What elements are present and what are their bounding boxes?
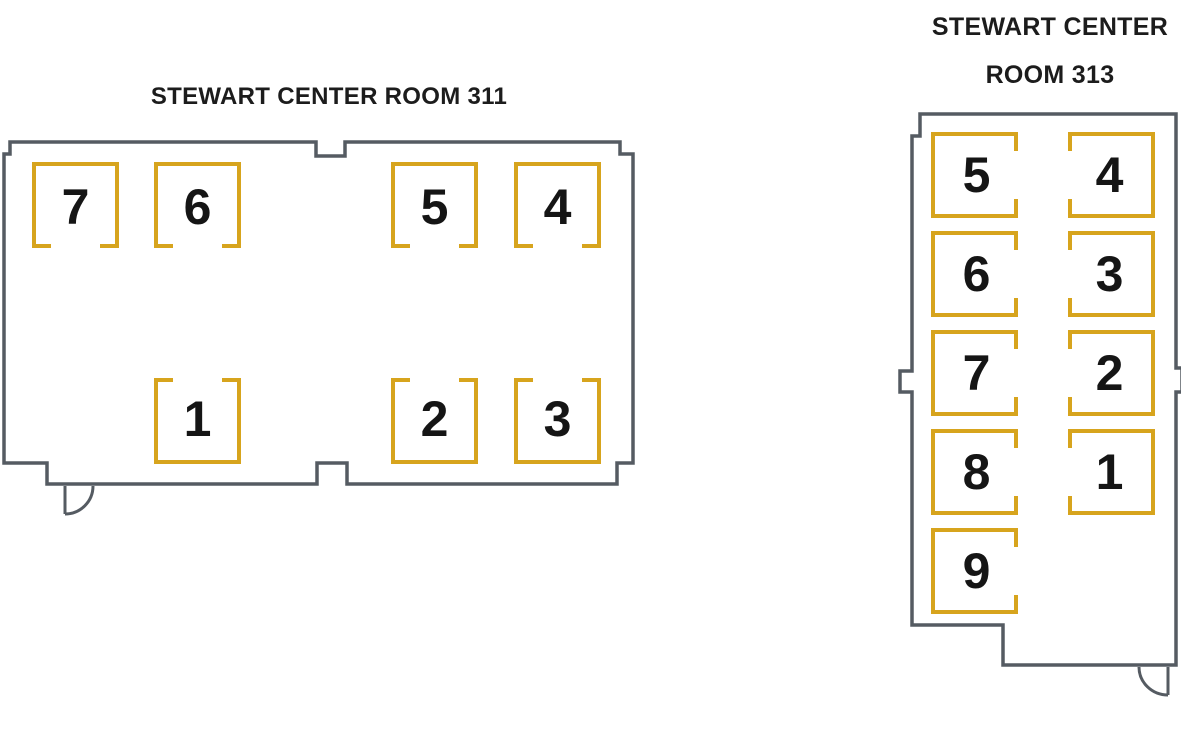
seat-number: 5: [962, 147, 991, 203]
seat-number: 9: [962, 543, 991, 599]
room-313-title-line1: STEWART CENTER: [931, 13, 1169, 41]
seat-313-4: 4: [1068, 132, 1155, 218]
seat-313-6: 6: [931, 231, 1018, 317]
room-313-title-line2: ROOM 313: [985, 61, 1115, 89]
room-311-walls: [2, 140, 635, 486]
seat-number: 4: [543, 179, 572, 235]
room-311-title: STEWART CENTER ROOM 311: [150, 83, 508, 110]
seat-number: 5: [420, 179, 449, 235]
seat-number: 1: [183, 391, 212, 447]
seat-number: 7: [962, 345, 991, 401]
seat-number: 4: [1095, 147, 1124, 203]
seat-311-3: 3: [514, 378, 601, 464]
room-313-walls: [898, 112, 1181, 667]
seat-311-1: 1: [154, 378, 241, 464]
seat-number: 1: [1095, 444, 1124, 500]
seat-313-9: 9: [931, 528, 1018, 614]
seat-313-3: 3: [1068, 231, 1155, 317]
seat-311-5: 5: [391, 162, 478, 248]
seat-311-4: 4: [514, 162, 601, 248]
seat-number: 3: [1095, 246, 1124, 302]
seat-313-7: 7: [931, 330, 1018, 416]
seat-number: 6: [183, 179, 212, 235]
seat-number: 3: [543, 391, 572, 447]
seat-311-7: 7: [32, 162, 119, 248]
seat-313-1: 1: [1068, 429, 1155, 515]
room-311-door: [63, 485, 95, 516]
seat-311-2: 2: [391, 378, 478, 464]
seat-number: 6: [962, 246, 991, 302]
seat-311-6: 6: [154, 162, 241, 248]
seat-number: 2: [420, 391, 449, 447]
seat-number: 2: [1095, 345, 1124, 401]
seat-number: 7: [61, 179, 90, 235]
seat-313-5: 5: [931, 132, 1018, 218]
seat-313-8: 8: [931, 429, 1018, 515]
room-313-title: STEWART CENTER ROOM 313: [920, 3, 1180, 99]
room-313-door: [1137, 666, 1170, 697]
seat-number: 8: [962, 444, 991, 500]
seat-313-2: 2: [1068, 330, 1155, 416]
